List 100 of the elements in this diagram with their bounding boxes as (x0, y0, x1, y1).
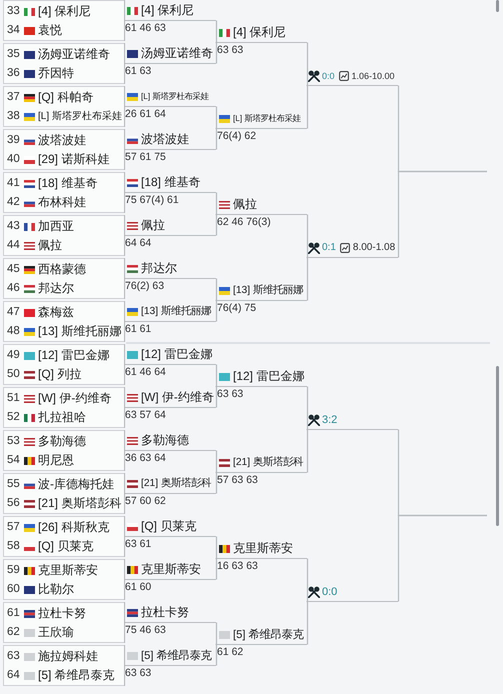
player-name: 佩拉 (233, 198, 257, 212)
player-name: 王欣瑜 (38, 626, 74, 640)
player-name: 波塔波娃 (141, 133, 189, 147)
set-scores: 57 63 63 (217, 474, 258, 487)
bracket-entry (124, 132, 216, 150)
bracket-entry (124, 519, 216, 537)
set-scores: 61 46 64 (125, 366, 166, 379)
bracket-line (122, 257, 126, 300)
player-name: [18] 维基奇 (38, 176, 98, 190)
player-row (3, 0, 124, 22)
player-name: [4] 保利尼 (141, 4, 194, 18)
set-scores: 63 61 (125, 538, 152, 551)
player-name: [L] 斯塔罗杜布采娃 (141, 92, 208, 102)
player-row (3, 301, 124, 323)
bracket-entry (307, 412, 398, 430)
player-name: [5] 希维昂泰克 (141, 650, 212, 662)
player-name: [W] 伊-约维奇 (141, 391, 214, 405)
set-scores: 16 63 63 (217, 560, 258, 573)
player-name: 布林科娃 (38, 196, 86, 210)
betting-odds: 1.06-10.00 (352, 70, 395, 82)
bracket-entry (124, 175, 216, 193)
player-name: 佩拉 (141, 219, 165, 233)
set-scores: 57 61 75 (125, 151, 166, 164)
player-row (3, 344, 124, 366)
draw-number: 61 (7, 606, 21, 620)
player-name: 克里斯蒂安 (141, 563, 201, 577)
player-row (3, 430, 124, 452)
bracket-line (122, 214, 126, 257)
set-scores: 61 62 (217, 646, 244, 659)
bracket-line (398, 514, 487, 602)
set-scores: 26 61 64 (125, 108, 166, 121)
player-row (3, 194, 124, 213)
bracket-entry (124, 476, 216, 494)
draw-number: 34 (7, 24, 21, 38)
player-name: 佩拉 (38, 239, 62, 253)
set-scores: 63 57 64 (125, 409, 166, 422)
player-name: [12] 雷巴金娜 (141, 348, 212, 362)
bracket-entry (216, 197, 307, 215)
bracket-entry (124, 347, 216, 365)
bracket-line (306, 214, 308, 302)
draw-number: 36 (7, 67, 21, 81)
player-name: 波-库德梅托娃 (38, 478, 114, 492)
draw-number: 48 (7, 325, 21, 339)
player-name: [29] 诺斯科娃 (38, 153, 110, 167)
player-row (3, 495, 124, 514)
player-name: [Q] 贝莱克 (141, 520, 196, 534)
draw-number: 57 (7, 520, 21, 534)
bracket-line (122, 128, 126, 171)
player-name: [18] 维基奇 (141, 176, 200, 190)
player-row (3, 172, 124, 194)
player-name: 克里斯蒂安 (38, 564, 98, 578)
draw-number: 45 (7, 262, 21, 276)
player-row (3, 258, 124, 280)
bracket-entry (124, 304, 216, 322)
player-name: [13] 斯维托丽娜 (141, 306, 211, 318)
set-scores: 75 46 63 (125, 624, 166, 637)
draw-number: 41 (7, 176, 21, 190)
bracket-line (122, 386, 126, 429)
player-name: 施拉姆科娃 (38, 650, 98, 664)
player-name: 西格蒙德 (38, 262, 86, 276)
draw-number: 59 (7, 564, 21, 578)
player-row (3, 624, 124, 643)
player-row (3, 323, 124, 342)
bracket-entry (124, 433, 216, 451)
bracket-line (214, 192, 218, 236)
player-name: 比勒尔 (38, 583, 74, 597)
player-row (3, 151, 124, 170)
draw-number: 50 (7, 368, 21, 382)
player-name: 克里斯蒂安 (233, 542, 293, 556)
bracket-line (306, 558, 308, 646)
player-name: [21] 奥斯塔彭科 (141, 478, 211, 490)
bracket-entry (124, 89, 216, 107)
player-name: 加西亚 (38, 220, 74, 234)
player-name: 汤姆亚诺维奇 (38, 48, 110, 62)
bracket-entry (124, 605, 216, 623)
set-scores: 57 60 62 (125, 495, 166, 508)
player-name: 多勒海德 (141, 434, 189, 448)
set-scores: 64 64 (125, 237, 152, 250)
head-to-head-score: 3:2 (322, 414, 338, 426)
player-name: [Q] 列拉 (38, 368, 82, 382)
set-scores: 63 63 (125, 667, 152, 680)
draw-number: 35 (7, 48, 21, 62)
draw-number: 53 (7, 434, 21, 448)
bracket-entry (124, 46, 216, 64)
bracket-line (122, 558, 126, 601)
bracket-line (214, 278, 218, 322)
head-to-head-score: 0:1 (322, 242, 336, 254)
draw-number: 44 (7, 239, 21, 253)
bracket-line (122, 300, 126, 343)
player-row (3, 129, 124, 151)
draw-number: 56 (7, 497, 21, 511)
player-row (3, 516, 124, 538)
player-name: [26] 科斯秋克 (38, 520, 110, 534)
bracket-entry (124, 648, 216, 666)
bracket-line (122, 644, 126, 687)
draw-number: 55 (7, 478, 21, 492)
head-to-head-score: 0:0 (322, 586, 338, 598)
bracket-line (214, 364, 218, 408)
set-scores: 63 63 (217, 44, 244, 57)
player-name: [Q] 科帕奇 (38, 90, 94, 104)
